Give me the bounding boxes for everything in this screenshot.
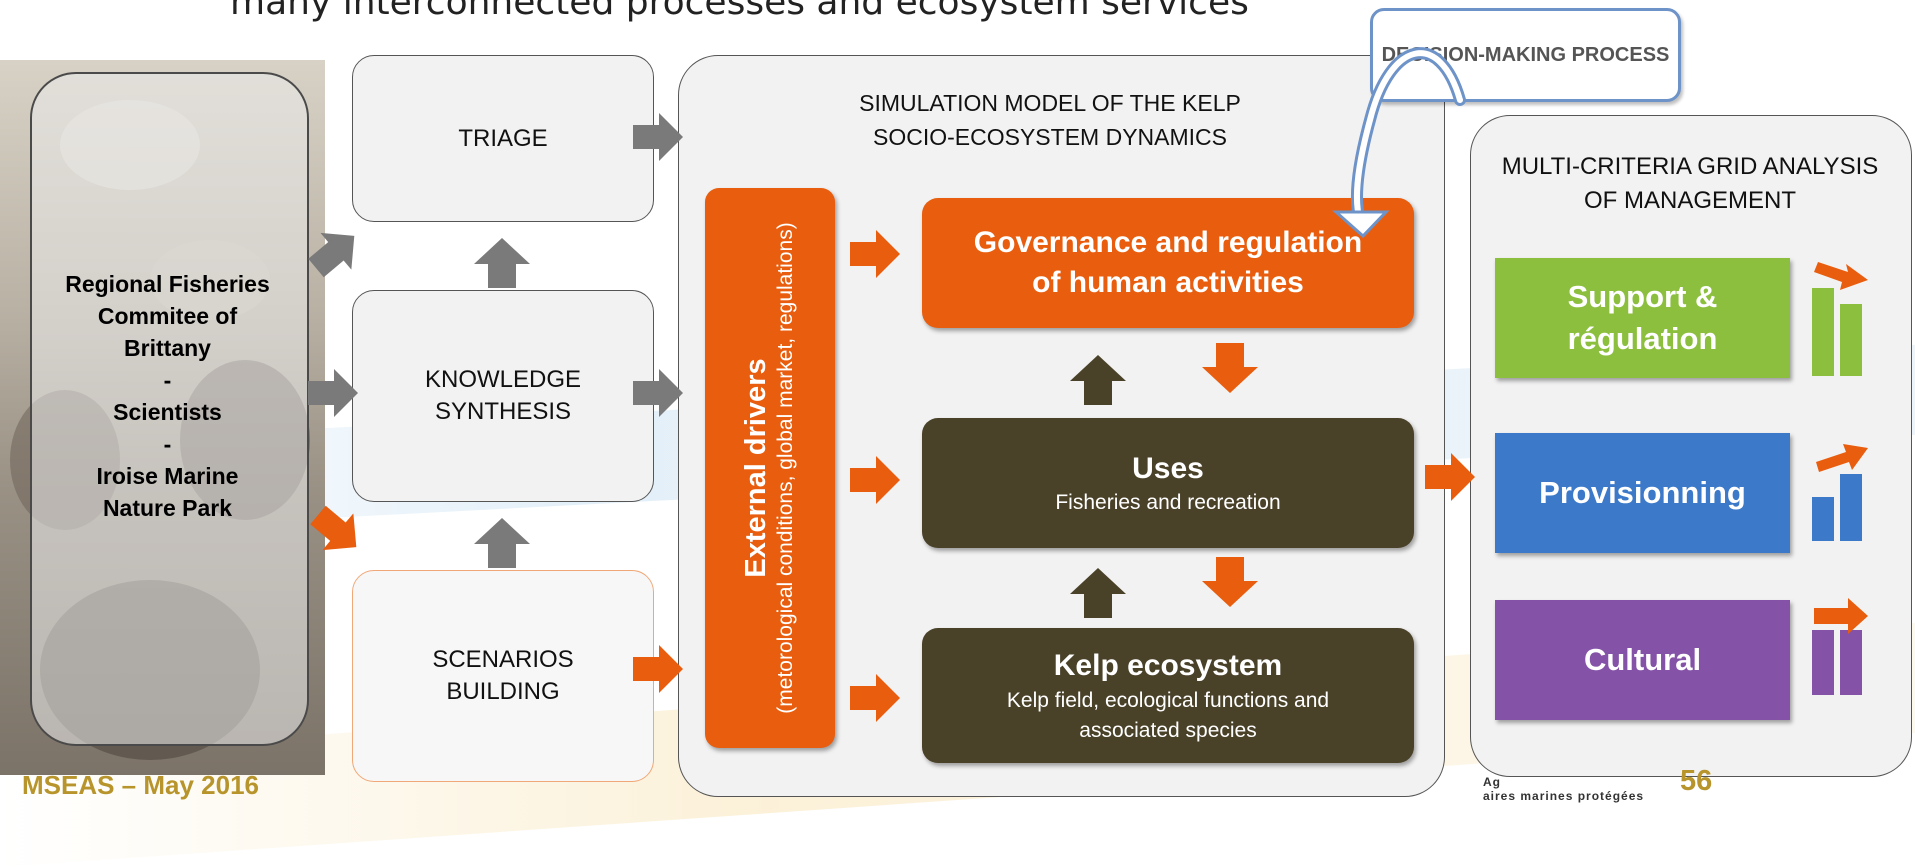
arrow-kelp-to-uses [1070,568,1126,618]
uses-box: Uses Fisheries and recreation [922,418,1414,548]
provisionning-label: Provisionning [1539,475,1746,510]
arrow-knowledge-to-triage [474,238,530,288]
external-drivers-box: External drivers (metorological conditio… [705,188,835,748]
footer-conference: MSEAS – May 2016 [22,770,260,800]
arrow-uses-to-governance [1070,355,1126,405]
cultural-trend-chart [1812,598,1868,695]
provisionning-bar: Provisionning [1495,433,1790,553]
kelp-subtitle-line2: associated species [1079,718,1257,742]
arrow-stakeholders-to-triage [308,232,355,278]
governance-line2: of human activities [1032,266,1304,299]
scenarios-building-box: SCENARIOS BUILDING [352,570,654,782]
knowledge-label-line1: KNOWLEDGE [424,366,582,393]
simulation-model-title: SIMULATION MODEL OF THE KELP SOCIO-ECOSY… [770,86,1330,154]
decision-curve-arrow [1351,47,1466,226]
triage-label: TRIAGE [458,124,548,152]
stakeholders-frame [30,72,309,746]
stakeholder-line: - [163,431,172,457]
arrow-stakeholders-to-knowledge [308,369,358,417]
multicriteria-title-line1: MULTI-CRITERIA GRID ANALYSIS [1501,153,1879,180]
kelp-ecosystem-box: Kelp ecosystem Kelp field, ecological fu… [922,628,1414,763]
arrow-drivers-to-uses [850,456,900,504]
multicriteria-title: MULTI-CRITERIA GRID ANALYSIS OF MANAGEME… [1470,150,1910,218]
diagram-arrows [308,47,1868,722]
stakeholders-text: Regional Fisheries Commitee of Brittany … [30,268,305,524]
cultural-bar: Cultural [1495,600,1790,720]
arrow-drivers-to-kelp [850,674,900,722]
agency-line1: Ag [1483,775,1501,789]
arrow-drivers-to-governance [850,230,900,278]
arrow-scenarios-to-knowledge [474,518,530,568]
scenarios-label-line1: SCENARIOS [432,646,574,673]
scenarios-label-line2: BUILDING [446,678,560,705]
arrow-stakeholders-to-scenarios [310,505,357,551]
uses-title: Uses [1132,452,1204,485]
cultural-label: Cultural [1583,642,1702,677]
triage-box: TRIAGE [352,55,654,222]
arrow-model-to-multicriteria [1425,453,1475,501]
multicriteria-title-line2: OF MANAGEMENT [1583,187,1796,214]
stakeholder-line: Iroise Marine [96,463,239,489]
simulation-title-line2: SOCIO-ECOSYSTEM DYNAMICS [873,124,1227,150]
support-label-line2: régulation [1567,321,1718,356]
governance-box: Governance and regulation of human activ… [922,198,1414,328]
stakeholder-line: Scientists [113,399,222,425]
arrow-uses-to-kelp [1202,557,1258,607]
decision-arrow-head [1332,210,1390,239]
simulation-title-line1: SIMULATION MODEL OF THE KELP [859,90,1241,116]
stakeholder-line: Commitee of [97,303,238,329]
stakeholder-line: Regional Fisheries [65,271,270,297]
stakeholder-line: Brittany [124,335,211,361]
decision-making-label: DECISION-MAKING PROCESS [1381,43,1670,66]
page-number: 56 [1680,765,1713,797]
governance-line1: Governance and regulation [973,226,1363,259]
provisionning-trend-chart [1812,444,1868,541]
arrow-triage-to-model [633,113,683,161]
knowledge-label-line2: SYNTHESIS [434,398,572,425]
slide-title-partial: many interconnected processes and ecosys… [230,0,1249,23]
kelp-title: Kelp ecosystem [1053,648,1283,682]
agency-line2: aires marines protégées [1483,789,1645,803]
stakeholder-line: - [163,367,172,393]
uses-subtitle: Fisheries and recreation [1055,491,1281,514]
arrow-scenarios-to-drivers [633,645,683,693]
stakeholder-line: Nature Park [102,495,233,521]
kelp-subtitle-line1: Kelp field, ecological functions and [1006,688,1330,712]
knowledge-synthesis-box: KNOWLEDGE SYNTHESIS [352,290,654,502]
support-trend-chart [1812,262,1868,376]
arrow-governance-to-uses [1202,343,1258,393]
support-regulation-bar: Support & régulation [1495,258,1790,378]
arrow-knowledge-to-model [633,369,683,417]
agency-logo-text: Ag aires marines protégées [1483,775,1644,803]
support-label-line1: Support & [1567,279,1718,314]
